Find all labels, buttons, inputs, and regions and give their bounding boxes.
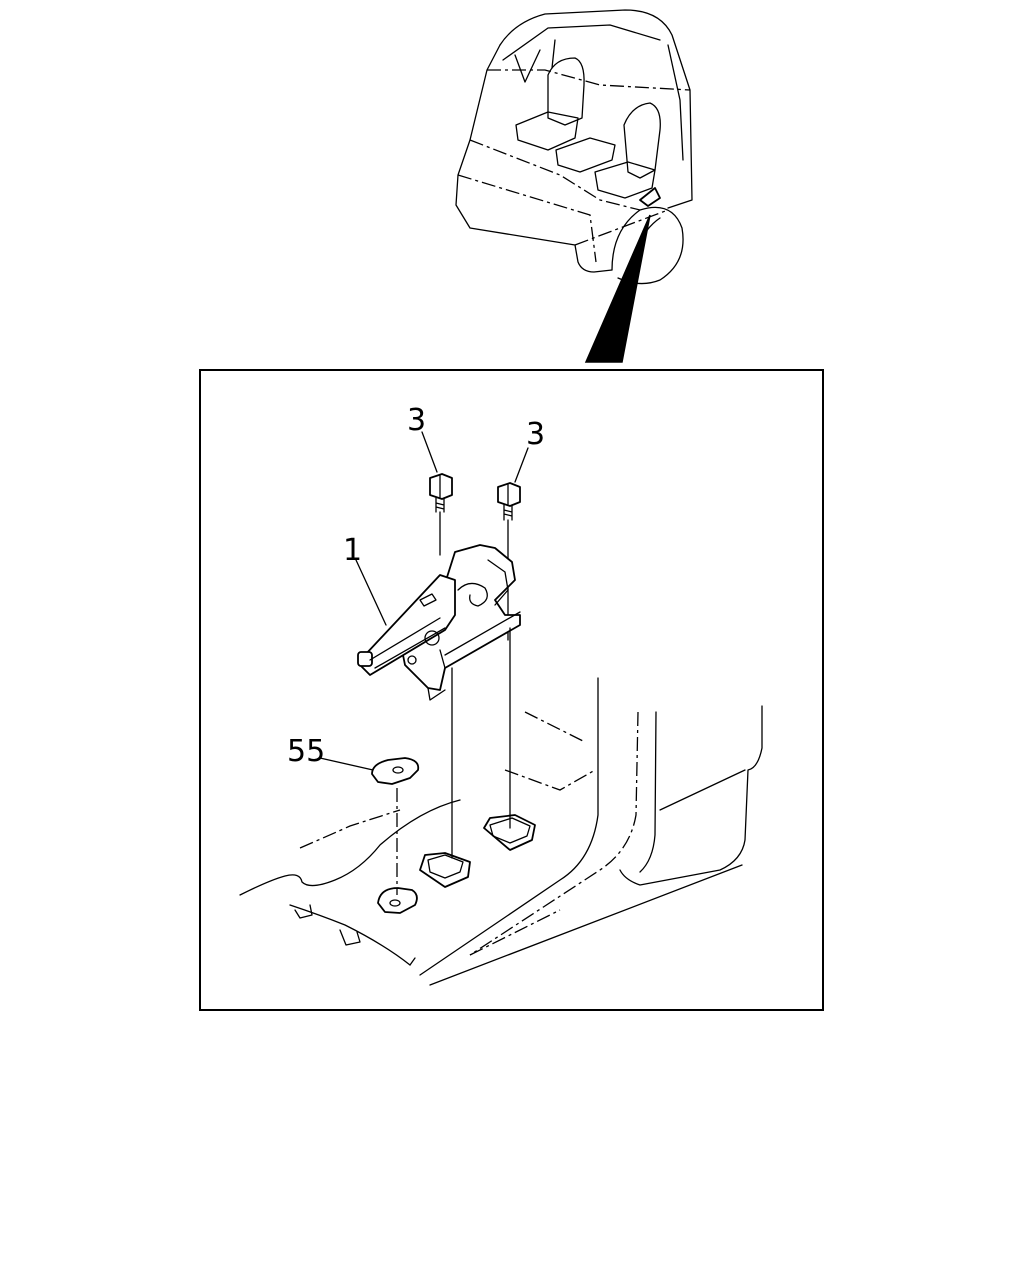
bolt-left <box>429 473 453 556</box>
grommet-part <box>371 757 420 895</box>
callout-bolt-left: 3 <box>407 403 426 438</box>
floor-mounts <box>377 814 536 914</box>
callout-grommet: 55 <box>287 734 325 769</box>
cab-overview <box>455 9 693 363</box>
floor-panel <box>239 677 763 986</box>
brake-lever-part <box>357 544 521 859</box>
detail-frame <box>199 369 824 1011</box>
callout-bolt-right: 3 <box>526 417 545 452</box>
leader-lines <box>319 431 529 771</box>
callout-lever: 1 <box>343 533 362 568</box>
